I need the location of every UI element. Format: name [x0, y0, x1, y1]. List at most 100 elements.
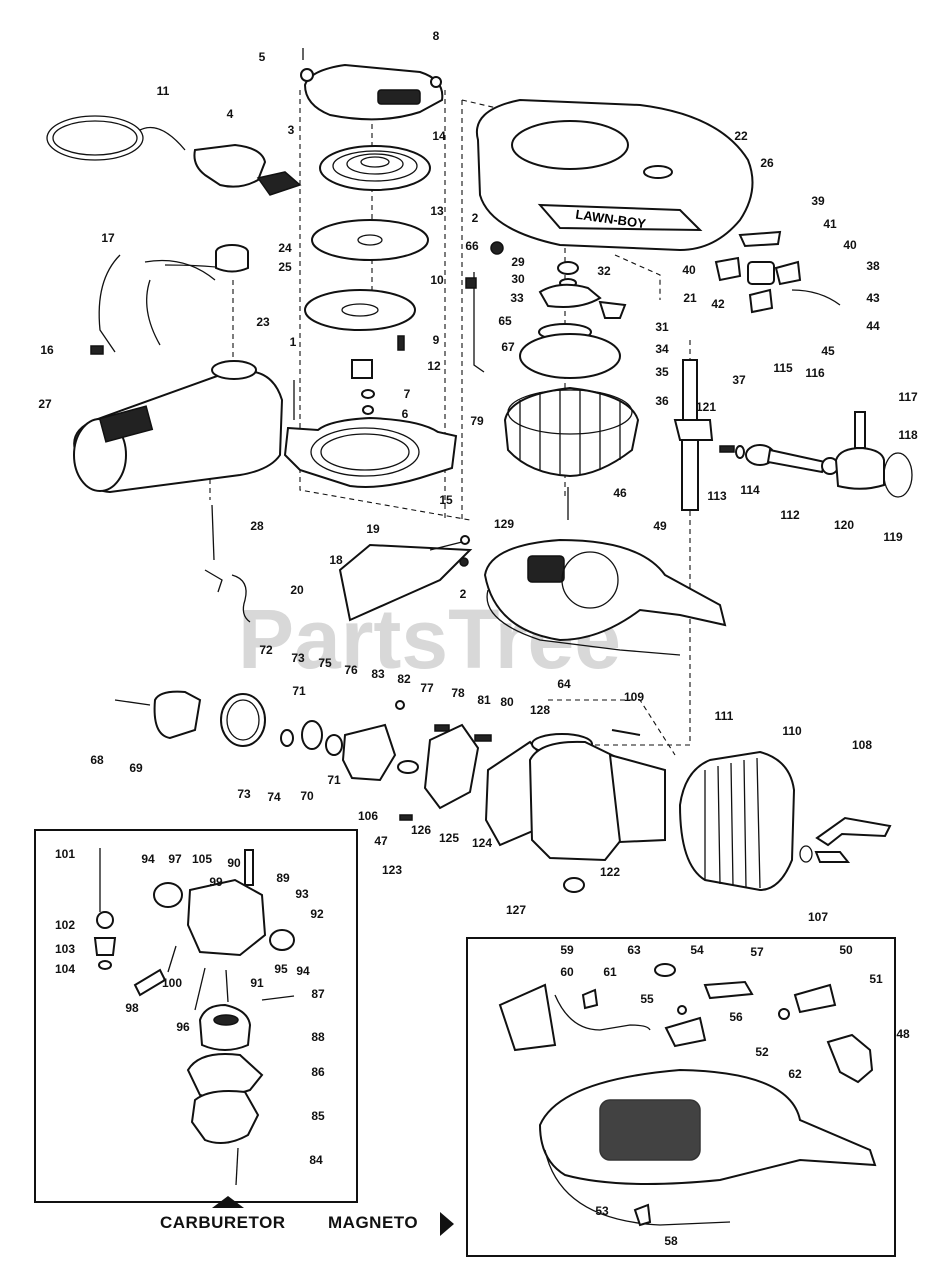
callout-number: 116 — [805, 366, 825, 380]
callout-number: 73 — [291, 651, 305, 665]
callout-number: 56 — [729, 1010, 743, 1024]
callout-number: 23 — [256, 315, 270, 329]
callout-number: 94 — [141, 852, 155, 866]
callout-number: 97 — [168, 852, 182, 866]
callout-number: 95 — [274, 962, 288, 976]
starter-rope-handle — [46, 115, 302, 196]
callout-number: 129 — [494, 517, 514, 531]
callout-number: 100 — [162, 976, 182, 990]
callout-number: 10 — [430, 273, 444, 287]
callout-number: 46 — [613, 486, 627, 500]
connecting-rod — [719, 444, 839, 475]
callout-number: 6 — [402, 407, 409, 421]
carburetor-inset-label: CARBURETOR — [160, 1213, 286, 1232]
callout-number: 99 — [209, 875, 223, 889]
fuel-tank — [73, 345, 284, 623]
callout-number: 24 — [278, 241, 292, 255]
air-filter-group — [114, 690, 405, 782]
callout-number: 87 — [311, 987, 325, 1001]
callout-number: 119 — [883, 530, 903, 544]
callout-number: 124 — [472, 836, 492, 850]
callout-number: 79 — [470, 414, 484, 428]
callout-number: 7 — [404, 387, 411, 401]
callout-number: 75 — [318, 656, 332, 670]
callout-number: 112 — [780, 508, 800, 522]
blower-housing-shroud: LAWN-BOY — [475, 98, 754, 255]
triangle-right-icon — [440, 1212, 454, 1236]
callout-number: 77 — [420, 681, 434, 695]
callout-number: 76 — [344, 663, 358, 677]
callout-number: 123 — [382, 863, 402, 877]
callout-number: 20 — [290, 583, 304, 597]
magneto-inset-label: MAGNETO — [328, 1213, 418, 1232]
callout-number: 3 — [288, 123, 295, 137]
callout-number: 127 — [506, 903, 526, 917]
callout-number: 18 — [329, 553, 343, 567]
cylinder-head — [678, 750, 892, 892]
callout-number: 44 — [866, 319, 880, 333]
callout-number: 69 — [129, 761, 143, 775]
callout-number: 29 — [511, 255, 525, 269]
callout-number: 103 — [55, 942, 75, 956]
pulley-plate — [311, 219, 429, 261]
callout-number: 40 — [843, 238, 857, 252]
callout-number: 59 — [560, 943, 574, 957]
callout-number: 68 — [90, 753, 104, 767]
callout-number: 32 — [597, 264, 611, 278]
callout-number: 58 — [664, 1234, 678, 1248]
callout-number: 41 — [823, 217, 837, 231]
callout-number: 48 — [896, 1027, 910, 1041]
callout-number: 83 — [371, 667, 385, 681]
callout-number: 31 — [655, 320, 669, 334]
callout-number: 101 — [55, 847, 75, 861]
callout-number: 74 — [267, 790, 281, 804]
callout-number: 43 — [866, 291, 880, 305]
callout-number: 19 — [366, 522, 380, 536]
callout-number: 107 — [808, 910, 828, 924]
callout-number: 49 — [653, 519, 667, 533]
callout-number: 22 — [734, 129, 748, 143]
callout-number: 54 — [690, 943, 704, 957]
callout-number: 1 — [290, 335, 297, 349]
callout-number: 61 — [603, 965, 617, 979]
callout-number: 40 — [682, 263, 696, 277]
callout-number: 126 — [411, 823, 431, 837]
callout-number: 25 — [278, 260, 292, 274]
starter-housing-cover — [300, 48, 444, 121]
callout-number: 89 — [276, 871, 290, 885]
callout-number: 57 — [750, 945, 764, 959]
callout-number: 33 — [510, 291, 524, 305]
callout-number: 82 — [397, 672, 411, 686]
callout-number: 70 — [300, 789, 314, 803]
callout-number: 16 — [40, 343, 54, 357]
callout-number: 64 — [557, 677, 571, 691]
baffle-bracket — [338, 535, 473, 622]
callout-number: 65 — [498, 314, 512, 328]
callout-number: 50 — [839, 943, 853, 957]
callout-number: 111 — [715, 709, 734, 723]
piston — [834, 411, 913, 498]
callout-number: 91 — [250, 976, 264, 990]
crankshaft — [673, 230, 841, 511]
callout-number: 98 — [125, 1001, 139, 1015]
callout-number: 66 — [465, 239, 479, 253]
callout-number: 63 — [627, 943, 641, 957]
starter-base-flange — [283, 380, 458, 488]
callout-number: 15 — [439, 493, 453, 507]
callout-number: 4 — [227, 107, 234, 121]
recoil-spring — [319, 145, 431, 191]
callout-number: 37 — [732, 373, 746, 387]
flywheel-parts — [465, 261, 640, 520]
callout-number: 30 — [511, 272, 525, 286]
callout-number: 17 — [101, 231, 115, 245]
cylinder-group — [528, 729, 666, 893]
starter-washer — [304, 289, 416, 331]
callout-number: 39 — [811, 194, 825, 208]
callout-number: 86 — [311, 1065, 325, 1079]
callout-number: 117 — [898, 390, 918, 404]
callout-number: 120 — [834, 518, 854, 532]
callout-number: 85 — [311, 1109, 325, 1123]
callout-number: 92 — [310, 907, 324, 921]
callout-number: 35 — [655, 365, 669, 379]
